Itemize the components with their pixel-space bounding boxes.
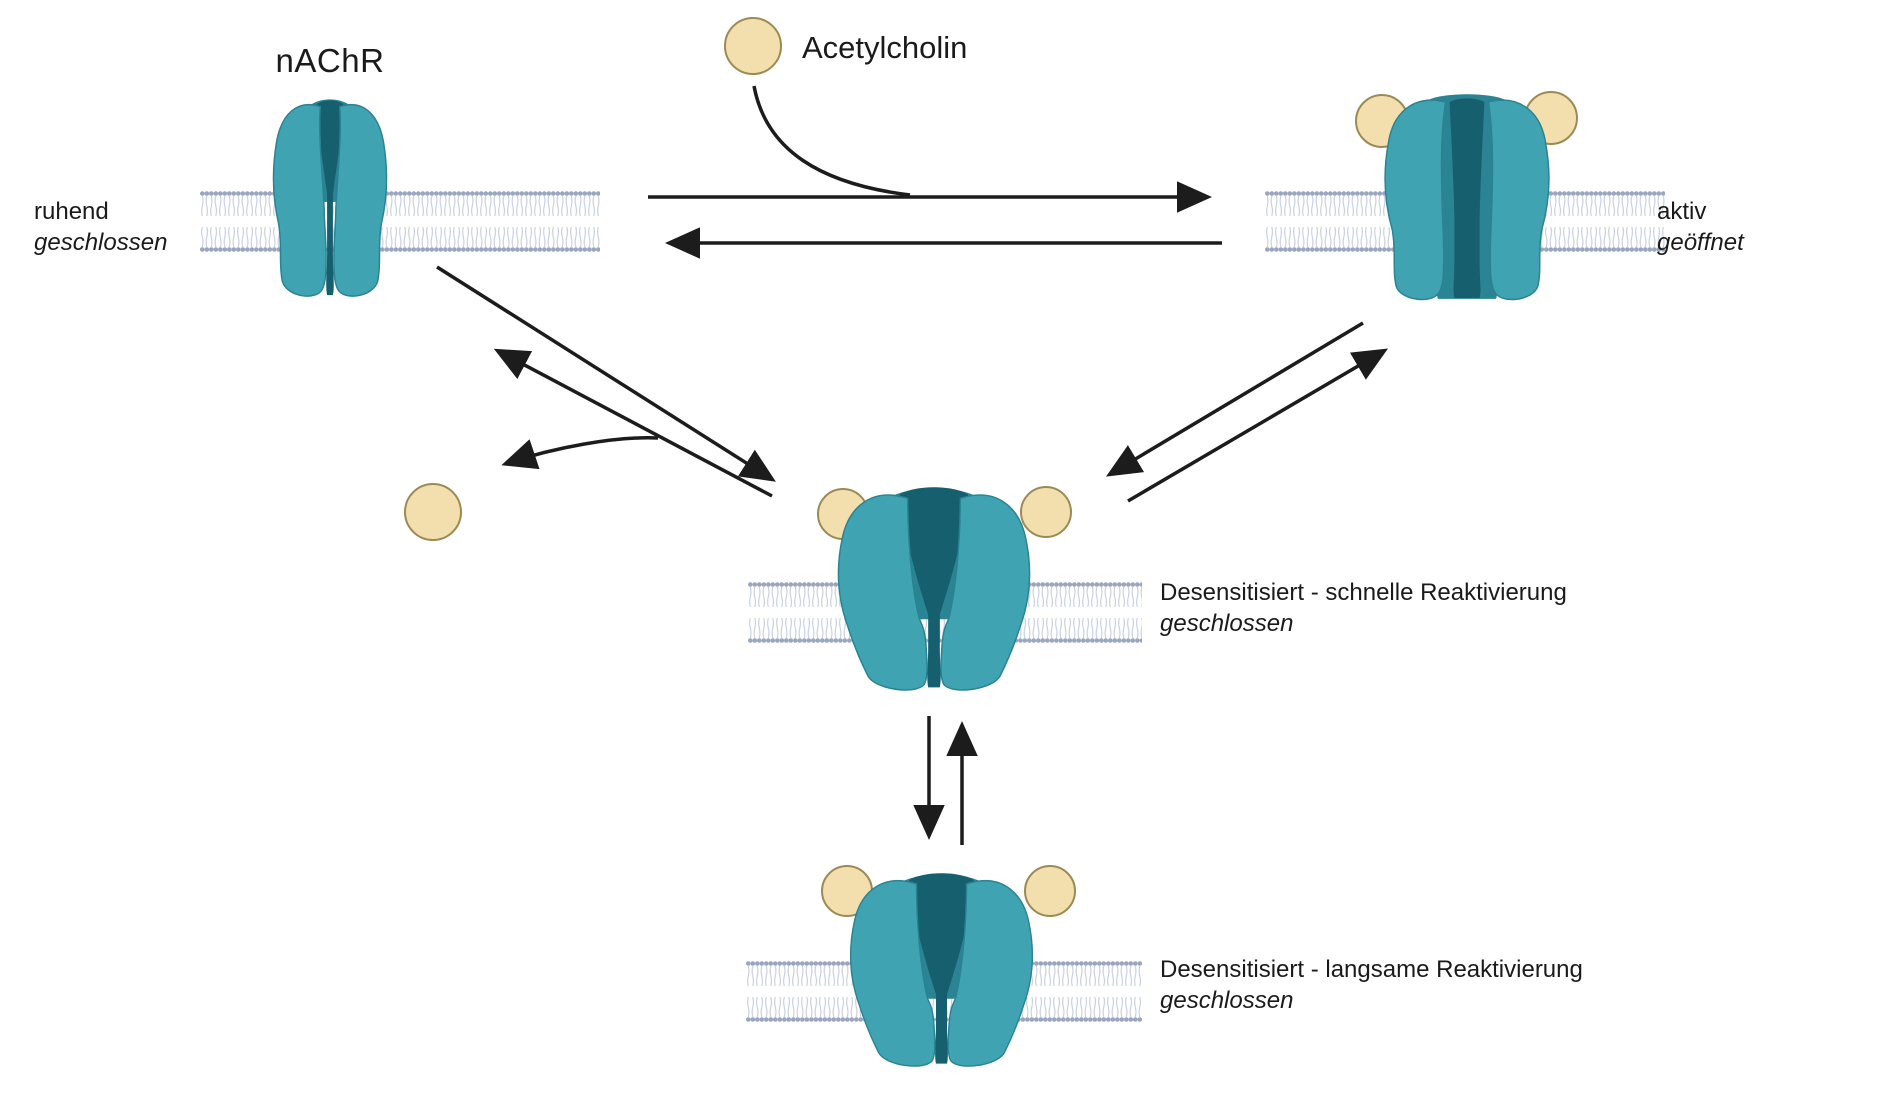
state-name: ruhend	[34, 198, 109, 225]
state-name: Desensitisiert - langsame Reaktivierung	[1160, 956, 1583, 983]
state-label-desensitized-fast: Desensitisiert - schnelle Reaktivierung …	[1160, 577, 1567, 639]
arrow-resting-to-desensitized	[436, 265, 776, 482]
receptor-desensitized-fast-icon	[822, 482, 1046, 698]
acetylcholine-label: Acetylcholin	[802, 30, 968, 65]
state-gate: geöffnet	[1657, 229, 1744, 256]
state-gate: geschlossen	[1160, 610, 1294, 637]
acetylcholine-release-curve	[501, 436, 659, 470]
acetylcholine-bound-icon	[1024, 865, 1076, 917]
acetylcholine-molecule-icon	[724, 17, 782, 75]
state-label-desensitized-slow: Desensitisiert - langsame Reaktivierung …	[1160, 954, 1583, 1016]
state-label-active: aktiv geöffnet	[1657, 196, 1744, 258]
membrane-resting	[200, 190, 600, 253]
state-gate: geschlossen	[1160, 987, 1294, 1014]
arrow-desensitized-to-resting	[493, 348, 773, 498]
acetylcholine-released-icon	[404, 483, 462, 541]
state-label-resting: ruhend geschlossen	[34, 196, 167, 258]
receptor-resting-icon	[262, 93, 398, 305]
acetylcholine-binding-curve	[752, 85, 911, 197]
state-name: aktiv	[1657, 198, 1707, 225]
arrow-desensitized-to-active	[1127, 348, 1389, 503]
receptor-title: nAChR	[275, 42, 385, 79]
receptor-desensitized-slow-icon	[835, 861, 1048, 1081]
acetylcholine-bound-icon	[821, 865, 873, 917]
acetylcholine-bound-icon	[1020, 486, 1072, 538]
state-gate: geschlossen	[34, 229, 168, 256]
arrow-active-to-desensitized	[1105, 321, 1364, 477]
state-name: Desensitisiert - schnelle Reaktivierung	[1160, 579, 1567, 606]
receptor-active-icon	[1370, 88, 1564, 310]
